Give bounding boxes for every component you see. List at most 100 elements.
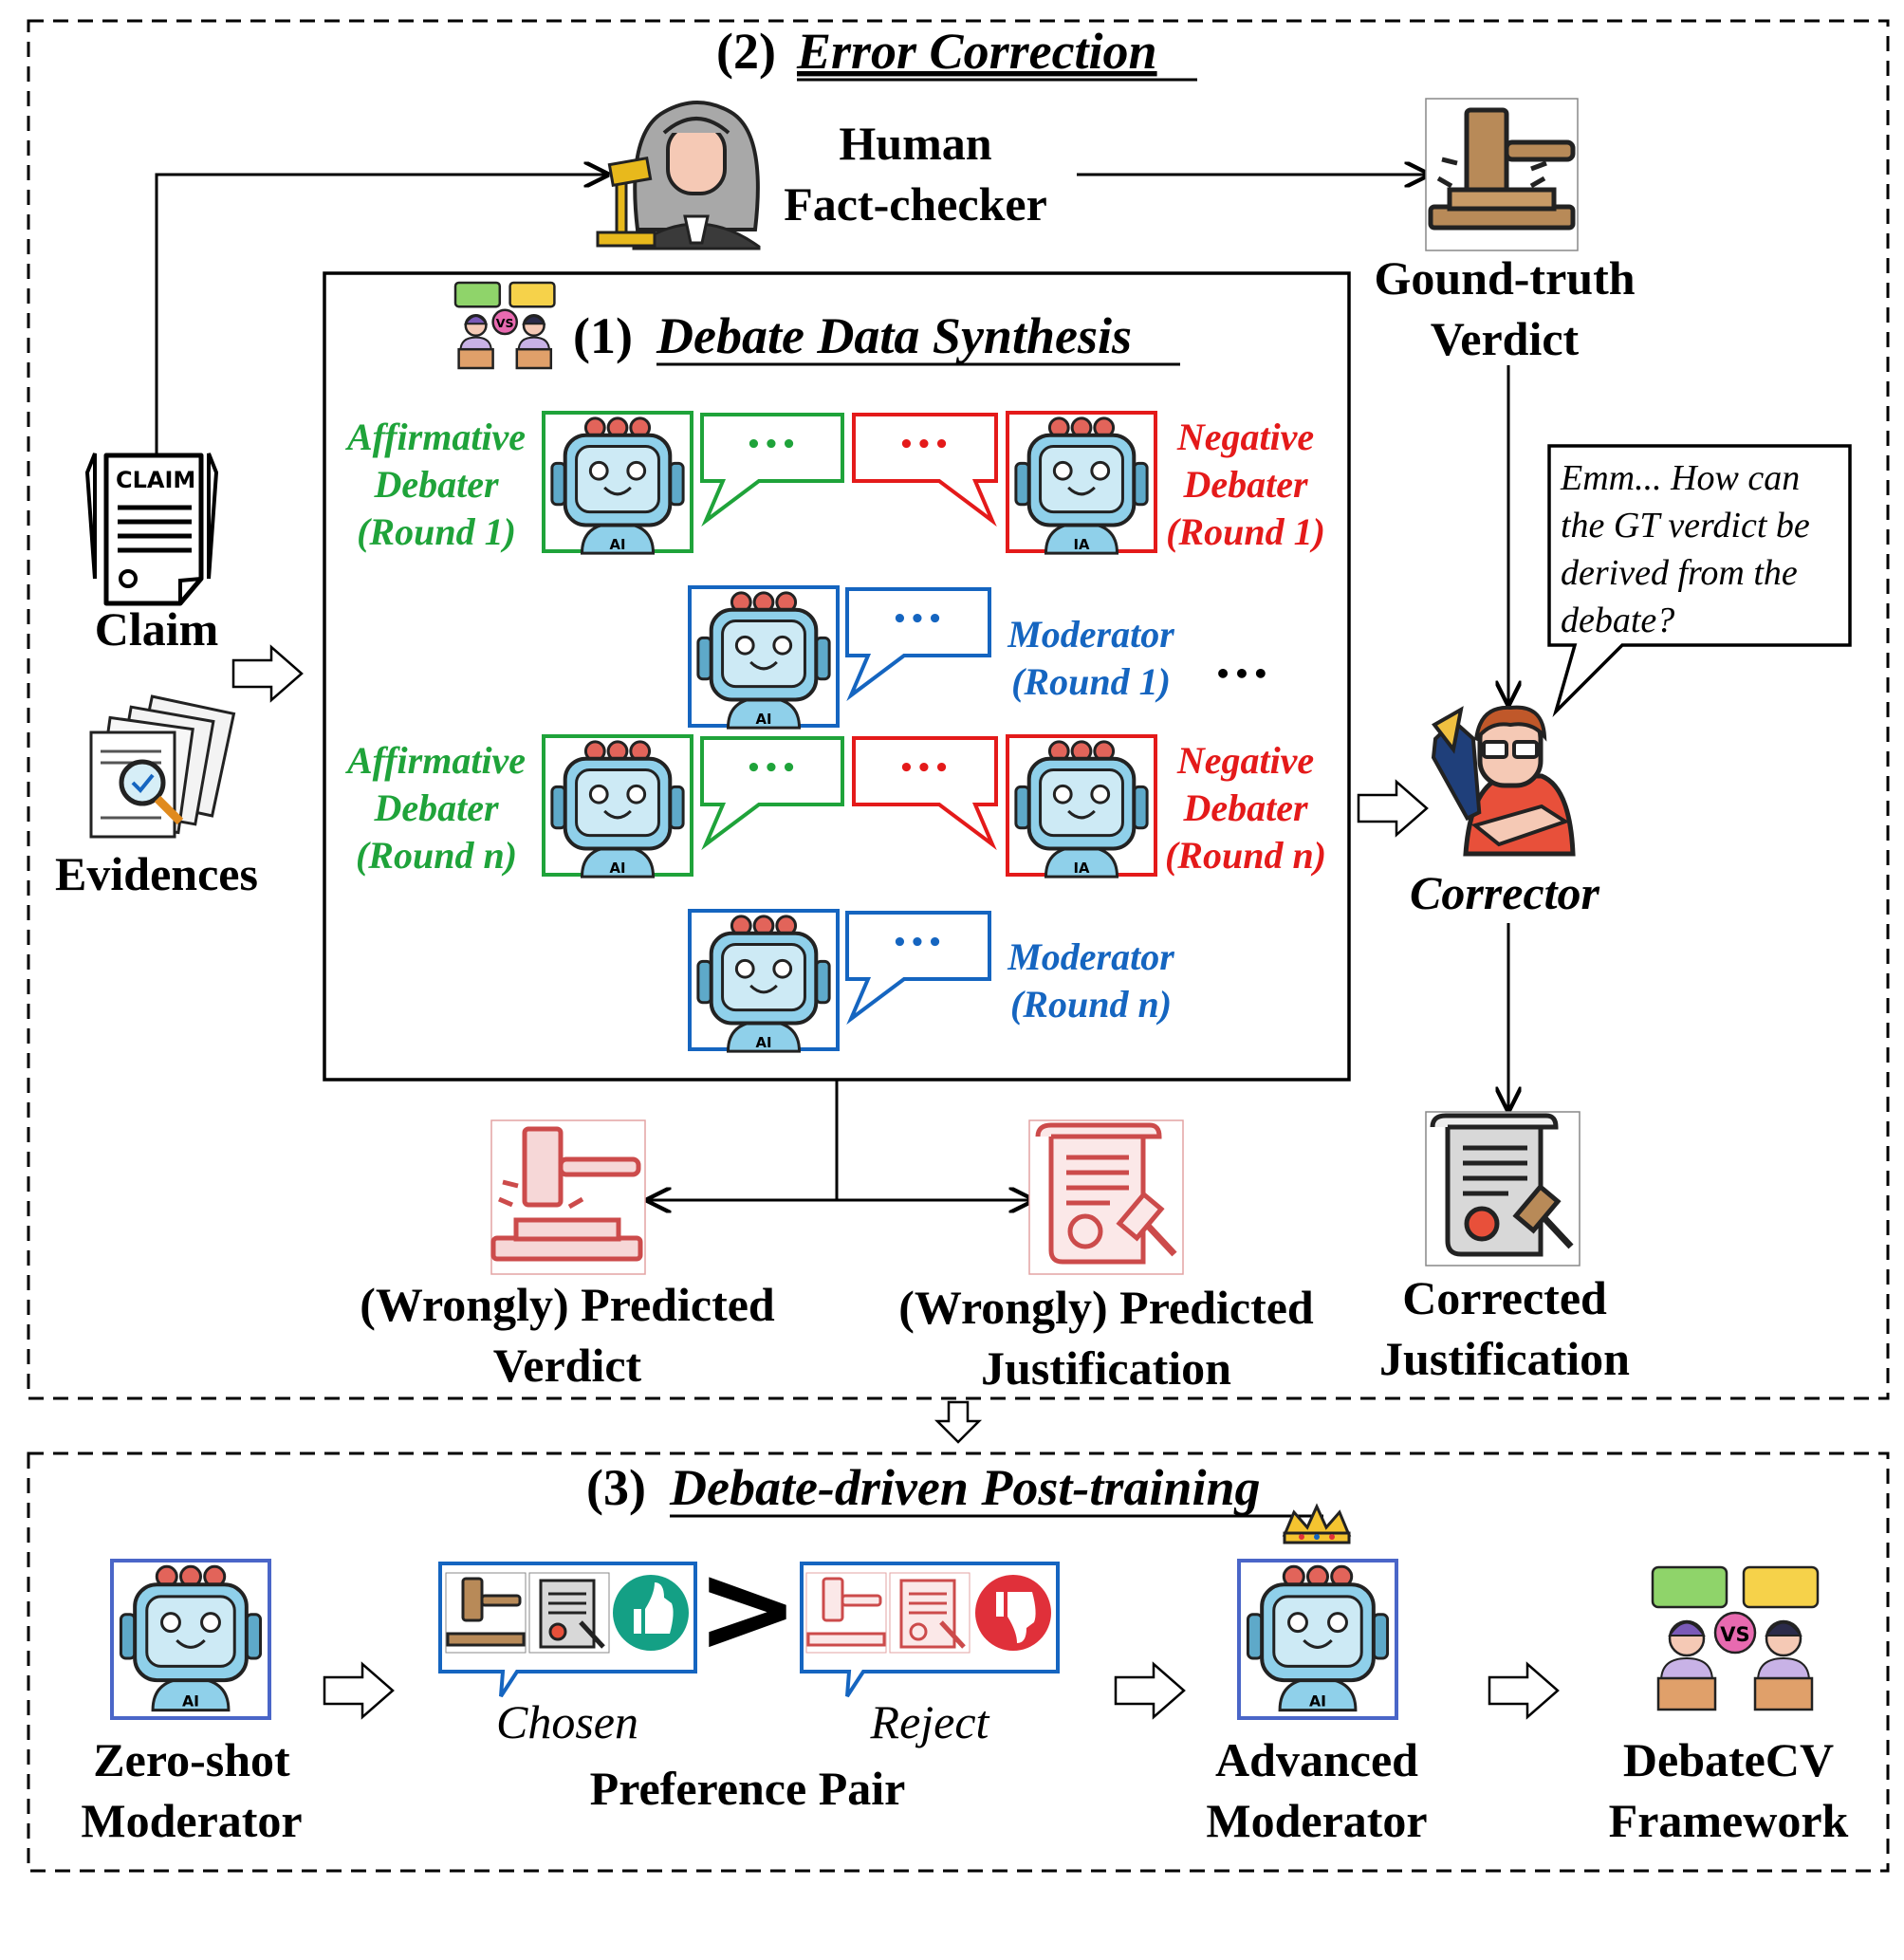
preference-pair-label: Preference Pair [590,1762,906,1815]
svg-text:Debater: Debater [373,786,499,829]
svg-text:Moderator: Moderator [1007,935,1174,978]
thought-line1: Emm... How can [1560,458,1800,498]
svg-text:AI: AI [1309,1692,1326,1710]
thumbs-down-icon [975,1575,1051,1651]
zero-shot-line1: Zero-shot [93,1733,290,1786]
affirmative-bubble-round1: ••• [700,413,844,527]
svg-text:AI: AI [756,712,772,728]
advanced-line2: Moderator [1206,1794,1427,1847]
reject-justification-icon [889,1572,970,1654]
debate-synthesis-title: Debate Data Synthesis [656,307,1132,364]
gavel-icon [1428,107,1576,231]
greater-than-sign: > [696,1536,800,1680]
negative-robot-roundn: IA [1006,734,1157,878]
svg-text:(Round 1): (Round 1) [1011,660,1171,703]
reject-label: Reject [870,1695,990,1748]
reject-gavel-icon [805,1572,887,1654]
advanced-line1: Advanced [1215,1733,1418,1786]
thought-line2: the GT verdict be [1561,506,1810,545]
corrected-justification-icon [1430,1113,1574,1257]
pred-verdict-line2: Verdict [493,1339,642,1392]
corrector-icon [1431,705,1576,857]
svg-text:Debater: Debater [1182,463,1308,506]
svg-text:IA: IA [1074,860,1091,877]
svg-text:AI: AI [182,1692,199,1710]
svg-text:Negative: Negative [1176,739,1314,782]
negative-bubble-roundn: ••• [852,736,998,851]
corrector-label: Corrector [1410,866,1600,919]
affirmative-robot-round1: AI [542,411,693,555]
error-correction-number: (2) [716,23,776,80]
pred-verdict-line1: (Wrongly) Predicted [360,1278,775,1331]
evidences-label: Evidences [55,847,258,900]
svg-text:(Round n): (Round n) [1010,983,1172,1026]
svg-text:•••: ••• [746,431,799,459]
debate-framework-vs-icon: VS [1651,1565,1820,1711]
error-correction-frame [27,19,1890,1400]
svg-text:(Round n): (Round n) [356,834,517,877]
svg-text:CLAIM: CLAIM [116,467,195,493]
pred-justification-line1: (Wrongly) Predicted [898,1281,1314,1334]
vs-icon: VS [453,281,556,370]
zero-shot-line2: Moderator [81,1794,302,1847]
chosen-justification-icon [528,1572,610,1654]
svg-text:(Round n): (Round n) [1165,834,1326,877]
moderator-robot-round1: AI [688,585,840,730]
human-label-line1: Human [839,117,991,170]
moderator-bubble-round1: ••• [845,587,991,702]
affirmative-bubble-roundn: ••• [700,736,844,851]
post-training-title: Debate-driven Post-training [669,1459,1260,1516]
svg-text:(Round 1): (Round 1) [1166,510,1325,553]
svg-text:Negative: Negative [1176,416,1314,458]
moderator-robot-roundn: AI [688,909,840,1053]
svg-text:VS: VS [496,316,514,330]
svg-text:Debater: Debater [1182,786,1308,829]
thought-line3: derived from the [1561,553,1798,593]
svg-text:•••: ••• [898,431,952,459]
advanced-to-framework-arrow [1488,1661,1560,1720]
moderator-bubble-roundn: ••• [845,911,991,1026]
pred-justification-line2: Justification [981,1341,1231,1395]
svg-text:Debater: Debater [373,463,499,506]
post-training-number: (3) [586,1459,646,1516]
corrector-thought-bubble [1547,444,1852,718]
pred-justification-scroll-icon [1035,1122,1177,1265]
svg-text:(Round 1): (Round 1) [357,510,516,553]
claim-label: Claim [95,602,219,656]
framework-line1: DebateCV [1623,1733,1834,1786]
negative-bubble-round1: ••• [852,413,998,527]
corrected-line1: Corrected [1402,1271,1607,1324]
more-rounds-ellipsis: ••• [1214,658,1271,690]
zero-shot-to-pair-arrow [323,1661,395,1720]
svg-text:•••: ••• [892,929,945,957]
ground-truth-line1: Gound-truth [1374,251,1635,305]
corrected-line2: Justification [1379,1332,1630,1385]
svg-text:IA: IA [1074,537,1091,553]
svg-text:VS: VS [1720,1623,1749,1646]
section-down-arrow [934,1400,983,1444]
pred-verdict-gavel-icon [490,1126,643,1262]
crown-icon [1282,1503,1352,1544]
chosen-gavel-icon [445,1572,527,1654]
moderator-label-round1: Moderator(Round 1) [1007,613,1174,703]
pair-to-advanced-arrow [1114,1661,1186,1720]
chosen-label: Chosen [496,1695,638,1748]
ground-truth-line2: Verdict [1431,312,1580,365]
svg-text:•••: ••• [892,605,945,634]
svg-text:AI: AI [756,1035,772,1051]
thought-line4: debate? [1561,601,1674,640]
svg-text:Affirmative: Affirmative [344,416,526,458]
error-correction-title: Error Correction [796,23,1157,80]
svg-text:•••: ••• [898,754,952,783]
svg-text:Affirmative: Affirmative [344,739,526,782]
advanced-moderator-robot: AI [1237,1559,1398,1720]
input-to-debate-arrow [231,644,304,703]
claim-document-icon: CLAIM [84,453,219,606]
framework-line2: Framework [1609,1794,1849,1847]
svg-text:Moderator: Moderator [1007,613,1174,656]
